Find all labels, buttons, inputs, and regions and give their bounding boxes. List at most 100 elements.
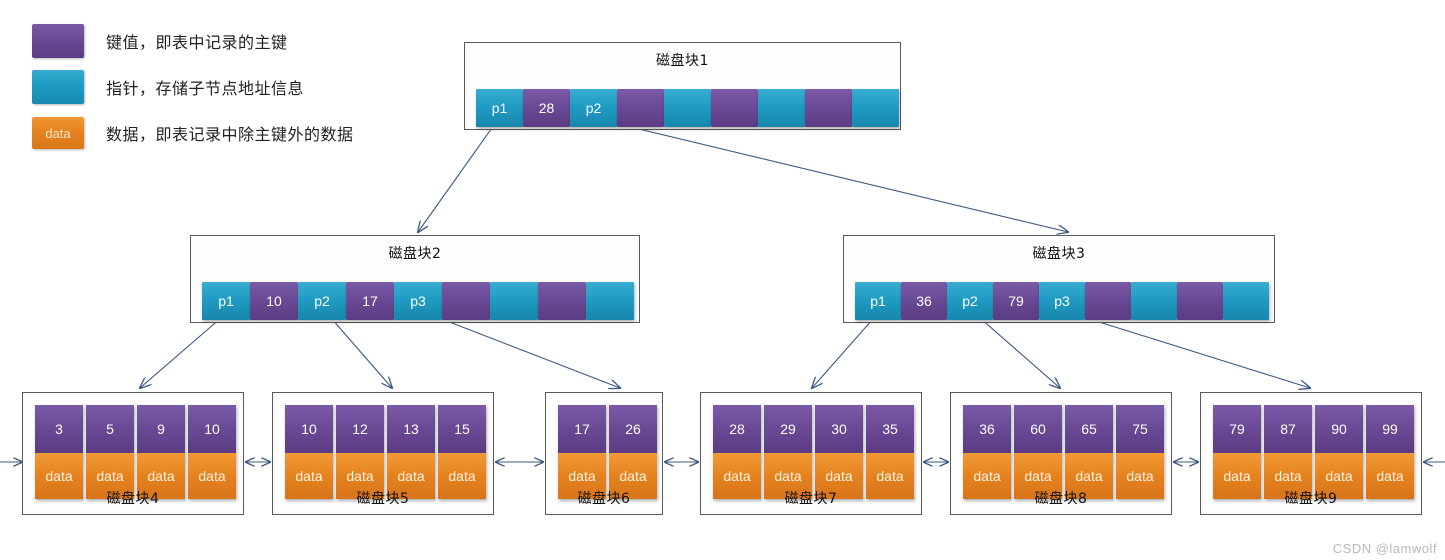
data-cell[interactable]: data xyxy=(285,453,333,499)
pointer-cell[interactable]: p1 xyxy=(476,89,523,127)
key-cell[interactable]: 99 xyxy=(1366,405,1414,453)
key-cell[interactable]: 35 xyxy=(866,405,914,453)
pointer-cell[interactable] xyxy=(852,89,899,127)
pointer-cell[interactable]: p1 xyxy=(855,282,901,320)
data-cell[interactable]: data xyxy=(188,453,236,499)
key-cell[interactable]: 5 xyxy=(86,405,134,453)
data-cell[interactable]: data xyxy=(137,453,185,499)
key-cell[interactable] xyxy=(538,282,586,320)
pointer-cell[interactable]: p3 xyxy=(394,282,442,320)
data-cell[interactable]: data xyxy=(438,453,486,499)
pointer-cell[interactable]: p2 xyxy=(947,282,993,320)
pointer-cell[interactable]: p2 xyxy=(570,89,617,127)
data-cell[interactable]: data xyxy=(609,453,657,499)
key-cell[interactable]: 90 xyxy=(1315,405,1363,453)
data-cell[interactable]: data xyxy=(963,453,1011,499)
key-cell[interactable]: 60 xyxy=(1014,405,1062,453)
key-cell[interactable]: 36 xyxy=(901,282,947,320)
data-cell[interactable]: data xyxy=(1065,453,1113,499)
key-cell[interactable] xyxy=(442,282,490,320)
pointer-cell[interactable]: p1 xyxy=(202,282,250,320)
data-cell[interactable]: data xyxy=(387,453,435,499)
data-cell[interactable]: data xyxy=(713,453,761,499)
key-cell[interactable]: 65 xyxy=(1065,405,1113,453)
data-cell[interactable]: data xyxy=(1366,453,1414,499)
key-cell[interactable]: 12 xyxy=(336,405,384,453)
pointer-cell[interactable] xyxy=(586,282,634,320)
key-cell[interactable]: 13 xyxy=(387,405,435,453)
key-cell[interactable]: 15 xyxy=(438,405,486,453)
key-cell[interactable]: 87 xyxy=(1264,405,1312,453)
key-cell[interactable]: 3 xyxy=(35,405,83,453)
data-cell[interactable]: data xyxy=(336,453,384,499)
key-cell[interactable] xyxy=(711,89,758,127)
data-cell[interactable]: data xyxy=(558,453,606,499)
key-cell[interactable]: 36 xyxy=(963,405,1011,453)
key-cell[interactable]: 28 xyxy=(523,89,570,127)
data-cell[interactable]: data xyxy=(1264,453,1312,499)
pointer-cell[interactable]: p2 xyxy=(298,282,346,320)
key-cell[interactable]: 10 xyxy=(250,282,298,320)
key-cell[interactable]: 17 xyxy=(558,405,606,453)
pointer-cell[interactable] xyxy=(490,282,538,320)
pointer-cell[interactable] xyxy=(758,89,805,127)
data-cell[interactable]: data xyxy=(1315,453,1363,499)
key-cell[interactable]: 17 xyxy=(346,282,394,320)
key-cell[interactable]: 26 xyxy=(609,405,657,453)
data-cell[interactable]: data xyxy=(815,453,863,499)
key-cell[interactable]: 75 xyxy=(1116,405,1164,453)
key-cell[interactable]: 79 xyxy=(993,282,1039,320)
pointer-cell[interactable] xyxy=(1131,282,1177,320)
pointer-cell[interactable] xyxy=(1223,282,1269,320)
key-cell[interactable]: 28 xyxy=(713,405,761,453)
data-cell[interactable]: data xyxy=(764,453,812,499)
key-cell[interactable]: 9 xyxy=(137,405,185,453)
key-cell[interactable]: 10 xyxy=(285,405,333,453)
key-cell[interactable]: 79 xyxy=(1213,405,1261,453)
data-cell[interactable]: data xyxy=(1116,453,1164,499)
pointer-cell[interactable] xyxy=(664,89,711,127)
pointer-cell[interactable]: p3 xyxy=(1039,282,1085,320)
key-cell[interactable] xyxy=(1177,282,1223,320)
data-cell[interactable]: data xyxy=(1014,453,1062,499)
key-cell[interactable]: 10 xyxy=(188,405,236,453)
key-cell[interactable] xyxy=(805,89,852,127)
data-cell[interactable]: data xyxy=(86,453,134,499)
key-cell[interactable] xyxy=(617,89,664,127)
key-cell[interactable]: 30 xyxy=(815,405,863,453)
key-cell[interactable]: 29 xyxy=(764,405,812,453)
data-cell[interactable]: data xyxy=(866,453,914,499)
data-cell[interactable]: data xyxy=(1213,453,1261,499)
data-cell[interactable]: data xyxy=(35,453,83,499)
